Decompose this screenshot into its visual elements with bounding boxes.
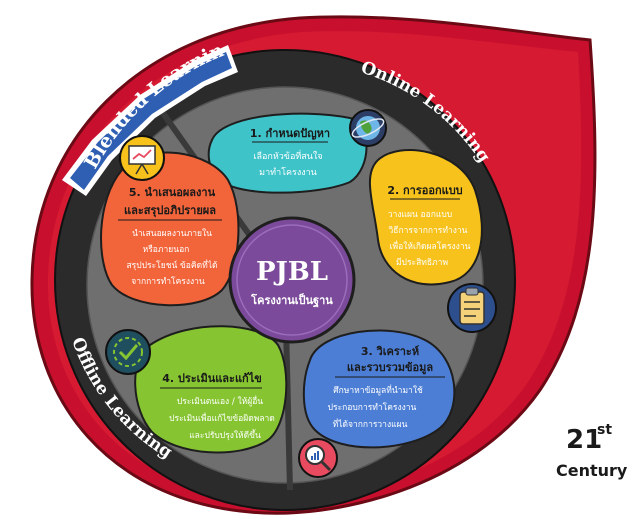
center-title: PJBL [256,257,328,287]
clipboard-icon [447,283,497,333]
step-4-line-3: และปรับปรุงให้ดีขึ้น [189,429,261,441]
step-5-line-1: นำเสนอผลงานภายใน [132,228,212,239]
step-5-card: 5. นำเสนอผลงาน และสรุปอภิปรายผล นำเสนอผล… [100,135,240,307]
step-1-card: 1. กำหนดปัญหา เลือกหัวข้อที่สนใจ มาทำโคร… [207,109,387,194]
step-4-line-2: ประเมินเพื่อแก้ไขข้อผิดพลาด [169,412,275,424]
step-3-line-1: ศึกษาหาข้อมูลที่นำมาใช้ [333,384,423,396]
century-suffix: st [597,422,612,438]
step-1-title: 1. กำหนดปัญหา [250,127,330,140]
step-2-line-3: เพื่อให้เกิดผลโครงงาน [390,240,471,252]
century-word: Century [556,461,628,480]
step-2-line-2: วิธีการจากการทำงาน [388,225,467,236]
step-3-title: 3. วิเคราะห์ [361,345,419,358]
century-number: 21 [566,425,602,455]
step-5-line-2: หรือภายนอก [143,244,190,255]
step-2-title: 2. การออกแบบ [387,184,462,197]
step-2-card: 2. การออกแบบ วางแผน ออกแบบ วิธีการจากการ… [368,149,497,333]
checkmark-icon [105,329,151,375]
globe-icon [349,109,387,147]
step-5-title-2: และสรุปอภิปรายผล [124,204,216,218]
center-subtitle: โครงงานเป็นฐาน [250,293,333,308]
step-2-line-4: มีประสิทธิภาพ [396,257,448,268]
century-badge: 21 st Century [556,422,628,480]
step-3-card: 3. วิเคราะห์ และรวบรวมข้อมูล ศึกษาหาข้อม… [298,329,456,478]
magnifier-chart-icon [298,438,338,478]
presentation-icon [119,135,165,181]
step-4-title: 4. ประเมินและแก้ไข [162,371,262,385]
center-hub: PJBL โครงงานเป็นฐาน [228,216,356,344]
step-4-card: 4. ประเมินและแก้ไข ประเมินตนเอง / ให้ผู้… [105,325,288,454]
step-4-line-1: ประเมินตนเอง / ให้ผู้อื่น [177,395,263,407]
step-3-line-2: ประกอบการทำโครงงาน [328,402,417,413]
step-5-line-4: จากการทำโครงงาน [131,276,205,287]
step-2-line-1: วางแผน ออกแบบ [388,210,452,220]
step-5-line-3: สรุปประโยชน์ ข้อคิดที่ได้ [126,259,217,271]
step-3-line-3: ที่ได้จากการวางแผน [333,418,408,430]
step-3-title-2: และรวบรวมข้อมูล [347,361,434,375]
step-5-title: 5. นำเสนอผลงาน [129,186,216,199]
step-1-line-2: มาทำโครงงาน [259,167,317,178]
step-1-line-1: เลือกหัวข้อที่สนใจ [253,149,322,162]
